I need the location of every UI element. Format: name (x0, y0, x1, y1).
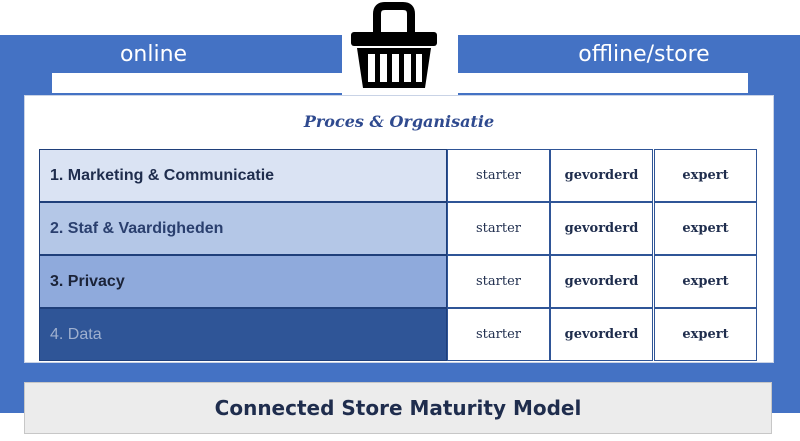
level-expert[interactable]: expert (654, 202, 757, 255)
level-gevorderd[interactable]: gevorderd (550, 308, 653, 361)
table-row: 1. Marketing & Communicatie starter gevo… (39, 149, 759, 202)
level-starter[interactable]: starter (447, 149, 550, 202)
arrow-right-icon (293, 36, 339, 72)
offline-store-label: offline/store (517, 35, 771, 73)
level-starter[interactable]: starter (447, 255, 550, 308)
table-row: 2. Staf & Vaardigheden starter gevorderd… (39, 202, 759, 255)
panel-title: Proces & Organisatie (303, 112, 495, 131)
level-starter[interactable]: starter (447, 308, 550, 361)
category-cell: 3. Privacy (39, 255, 447, 308)
table-row: 4. Data starter gevorderd expert (39, 308, 759, 361)
level-gevorderd[interactable]: gevorderd (550, 202, 653, 255)
level-expert[interactable]: expert (654, 308, 757, 361)
arrow-left-icon (463, 36, 509, 72)
level-gevorderd[interactable]: gevorderd (550, 149, 653, 202)
shopping-basket-icon (351, 2, 437, 88)
level-expert[interactable]: expert (654, 255, 757, 308)
level-expert[interactable]: expert (654, 149, 757, 202)
process-panel: Proces & Organisatie 1. Marketing & Comm… (24, 95, 774, 363)
category-cell: 4. Data (39, 308, 447, 361)
table-row: 3. Privacy starter gevorderd expert (39, 255, 759, 308)
online-label: online (27, 35, 280, 73)
level-starter[interactable]: starter (447, 202, 550, 255)
category-cell: 2. Staf & Vaardigheden (39, 202, 447, 255)
model-title: Connected Store Maturity Model (24, 382, 772, 434)
level-gevorderd[interactable]: gevorderd (550, 255, 653, 308)
category-cell: 1. Marketing & Communicatie (39, 149, 447, 202)
